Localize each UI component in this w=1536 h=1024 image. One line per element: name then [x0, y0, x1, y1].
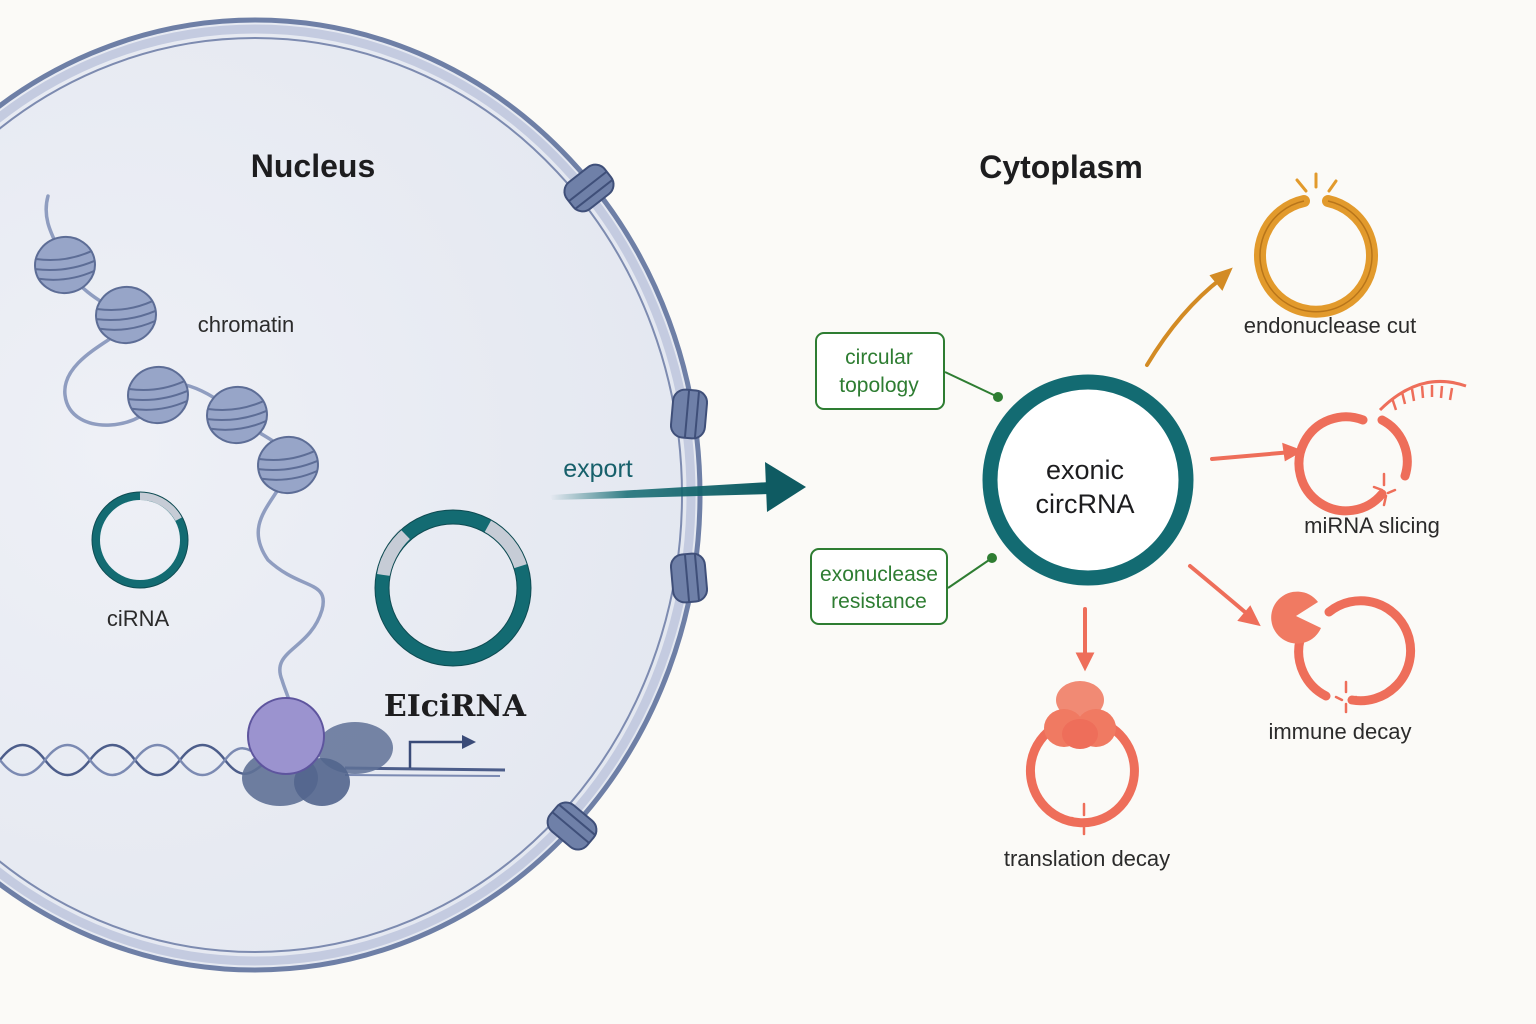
export-arrow [550, 462, 806, 512]
arrow-to-endonuclease [1145, 267, 1233, 367]
feature-topology-line1: circular [845, 346, 913, 369]
center-label-line1: exonic [1046, 455, 1124, 485]
exonic-circrna-ring [982, 374, 1194, 586]
decay-spark-icon [1334, 680, 1358, 714]
eicirna-label: EIciRNA [384, 689, 527, 724]
promoter-arrow-icon [408, 740, 470, 768]
feature-resistance-line2: resistance [831, 590, 927, 613]
pacman-enzyme-icon [1271, 591, 1321, 644]
dna-strand [344, 774, 501, 777]
polymerase-subunit [317, 722, 393, 774]
nuclear-pore [546, 801, 598, 851]
endonuclease-cut-ring [1254, 172, 1378, 318]
translation-label: translation decay [1004, 846, 1170, 871]
translation-spark-icon [1070, 802, 1098, 836]
export-label: export [563, 455, 633, 483]
nucleus-title: Nucleus [251, 148, 375, 184]
nucleosome [257, 435, 319, 495]
nucleosome [95, 285, 157, 345]
nuclear-pore [669, 388, 709, 440]
mirna-strand-icon [1378, 379, 1467, 412]
feature-circular-topology: circular topology [815, 332, 1003, 410]
immune-label: immune decay [1268, 719, 1411, 744]
chromatin-label: chromatin [198, 312, 295, 337]
mirna-slicing-ring [1294, 379, 1467, 516]
arrow-to-translation [1075, 607, 1095, 672]
nucleosome [206, 385, 268, 445]
mirna-label: miRNA slicing [1304, 513, 1440, 538]
ribosome-icon [1044, 681, 1116, 749]
nucleosome [127, 365, 189, 425]
nucleus [0, 17, 709, 973]
cut-spark-icon [1295, 172, 1338, 193]
cytoplasm-title: Cytoplasm [979, 149, 1143, 185]
eicirna-circle [374, 509, 532, 667]
mirna-teeth-icon [1390, 385, 1454, 411]
arrow-to-mirna [1210, 442, 1304, 462]
rna-polymerase [247, 697, 325, 775]
polymerase-subunit [294, 758, 350, 806]
center-label-line2: circRNA [1036, 489, 1135, 519]
feature-exonuclease-resistance: exonuclease resistance [810, 548, 997, 625]
nuclear-pore [669, 552, 709, 604]
cirna-label: ciRNA [107, 606, 170, 631]
promoter-arrowhead-icon [462, 735, 476, 749]
dna-strand [0, 743, 263, 777]
nuclear-pore [563, 163, 615, 213]
slice-spark-icon [1372, 472, 1397, 507]
endonuclease-label: endonuclease cut [1244, 313, 1416, 338]
nucleosome [34, 235, 96, 295]
export-arrowhead-icon [765, 462, 806, 512]
arrow-to-immune [1188, 564, 1261, 627]
feature-topology-line2: topology [839, 374, 919, 397]
translation-decay-ring [1025, 681, 1139, 836]
cirna-circle [91, 491, 189, 589]
immune-decay-ring [1271, 591, 1416, 714]
feature-resistance-line1: exonuclease [820, 563, 938, 586]
